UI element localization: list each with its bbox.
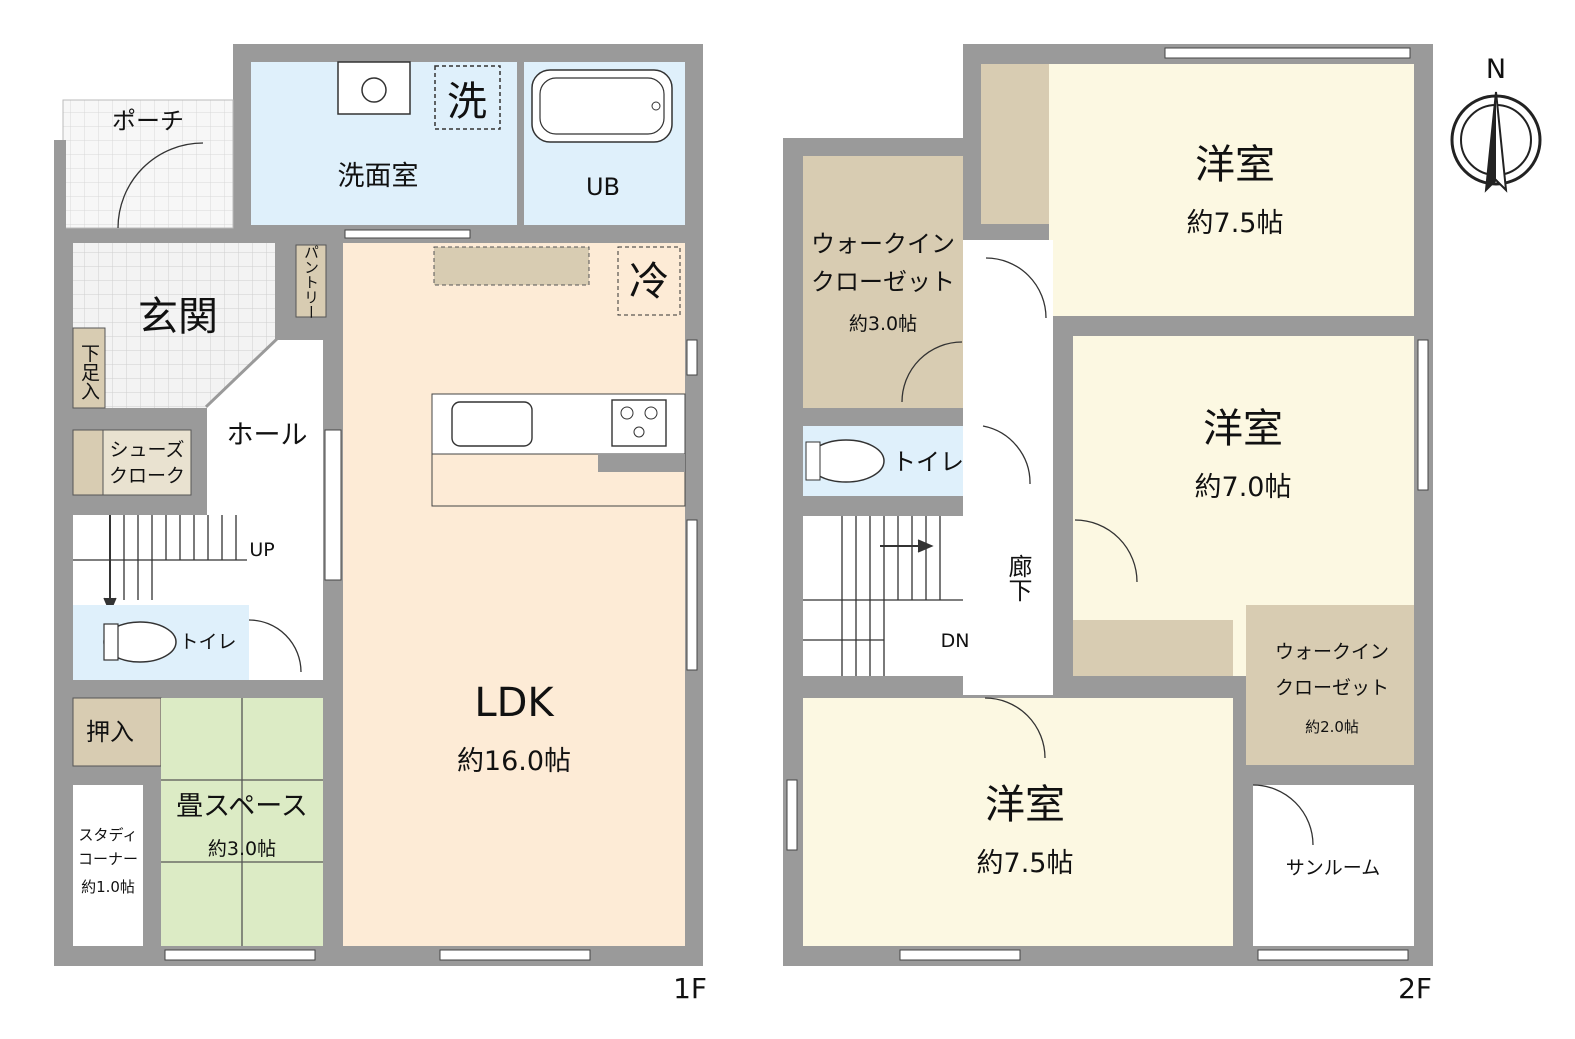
washer-space — [434, 65, 501, 130]
room-mid-size-label: 約7.0帖 — [1195, 472, 1292, 503]
porch-label: ポーチ — [112, 107, 184, 135]
corridor — [963, 240, 1053, 695]
stairs-up-label: UP — [249, 539, 274, 561]
wic-right — [1246, 605, 1414, 765]
sink-icon — [361, 77, 387, 103]
unit-bath-label: UB — [586, 173, 620, 201]
study-label-1: スタディ — [79, 826, 138, 844]
windows-1f — [164, 229, 698, 961]
study-corner — [73, 785, 143, 946]
stairs-2f — [803, 516, 963, 676]
shoes-closet-label-2: クローク — [109, 465, 185, 487]
ldk-label: LDK — [474, 680, 555, 726]
ldk-room — [343, 243, 685, 946]
ldk-size-label: 約16.0帖 — [457, 746, 571, 777]
closet-1f-label: 押入 — [86, 718, 134, 746]
wic-left — [803, 156, 963, 408]
wic-right-label-1: ウォークイン — [1275, 641, 1389, 663]
wic-right-size-label: 約2.0帖 — [1305, 718, 1359, 736]
compass-icon — [1450, 91, 1542, 193]
wic-left-label-2: クローゼット — [811, 268, 955, 296]
windows-2f — [786, 47, 1429, 961]
room-bottom — [803, 698, 1233, 946]
kitchen-sink-icon — [451, 401, 533, 447]
sunroom-label: サンルーム — [1286, 857, 1380, 879]
room-top-label: 洋室 — [1195, 142, 1275, 188]
stove-icon — [611, 399, 667, 447]
entrance-label: 玄関 — [138, 294, 218, 340]
wic-left-label-1: ウォークイン — [811, 230, 955, 258]
toilet-1f-label: トイレ — [179, 631, 236, 653]
bathtub-icon — [531, 69, 673, 143]
washer-label: 洗 — [447, 79, 487, 125]
hall-label: ホール — [227, 420, 308, 451]
room-mid-label: 洋室 — [1203, 406, 1283, 452]
floor1-label: 1F — [673, 972, 707, 1005]
fridge-label: 冷 — [629, 259, 669, 305]
shoe-box — [72, 327, 106, 409]
corridor-label: 廊下 — [1004, 554, 1032, 602]
kitchen-cabinet — [433, 246, 590, 286]
pantry-label: パントリー — [302, 245, 320, 320]
sink-counter — [337, 61, 411, 115]
compass-north-label: N — [1486, 54, 1506, 85]
sunroom — [1253, 785, 1414, 946]
study-size-label: 約1.0帖 — [81, 878, 135, 896]
floor2-label: 2F — [1398, 972, 1432, 1005]
room-top-size-label: 約7.5帖 — [1187, 208, 1284, 239]
room-bottom-label: 洋室 — [985, 782, 1065, 828]
washroom-label: 洗面室 — [338, 161, 419, 192]
stairs-down-label: DN — [941, 630, 970, 652]
shoe-box-label: 下足入 — [78, 344, 100, 401]
wic-right-label-2: クローゼット — [1275, 677, 1389, 699]
shoes-closet-label-1: シューズ — [109, 439, 184, 461]
room-bottom-size-label: 約7.5帖 — [977, 848, 1074, 879]
tatami-size-label: 約3.0帖 — [208, 838, 276, 860]
wic-left-size-label: 約3.0帖 — [849, 313, 917, 335]
room-top — [981, 64, 1414, 316]
pantry — [295, 244, 327, 318]
stairs-1f — [73, 515, 247, 614]
study-label-2: コーナー — [78, 850, 138, 868]
fridge-space — [617, 246, 681, 316]
first-floor — [54, 44, 703, 966]
second-floor — [783, 44, 1433, 966]
toilet-2f-label: トイレ — [892, 448, 964, 476]
tatami-label: 畳スペース — [176, 791, 308, 822]
